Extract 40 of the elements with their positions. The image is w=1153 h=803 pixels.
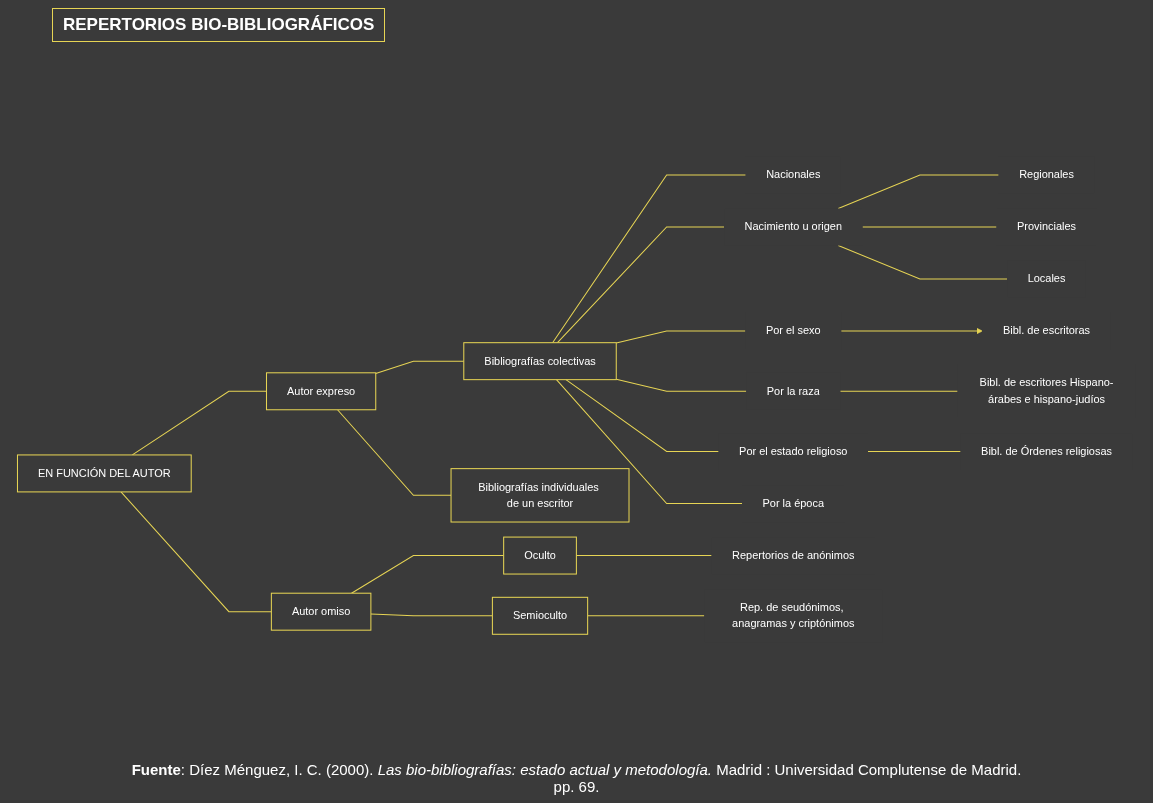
connector: [837, 174, 1000, 210]
node-box: Semioculto: [491, 596, 589, 635]
node-box: Autor omiso: [270, 592, 372, 631]
node-text: Por el estado religioso: [739, 445, 848, 457]
node-box: Bibliografías colectivas: [463, 342, 617, 381]
node-text: Bibl. de Órdenes religiosas: [981, 445, 1112, 457]
connector: [867, 451, 962, 453]
connector: [120, 491, 272, 613]
connector: [587, 615, 705, 617]
node-box: Bibliografías individuales de un escritor: [450, 468, 630, 523]
node-text: Bibl. de escritores Hispano-árabes e hispano-judíos: [979, 376, 1114, 405]
connector: [552, 174, 747, 344]
connector: [839, 390, 959, 392]
node-text: Nacionales: [766, 168, 821, 181]
node-box: Autor expreso: [266, 372, 377, 411]
node-text: Por la época: [762, 497, 825, 510]
node-text: Provinciales: [1017, 220, 1077, 233]
node-box: Oculto: [503, 536, 577, 575]
connector: [337, 409, 452, 496]
node-text: Nacimiento u origen: [744, 220, 842, 233]
node-text: Regionales: [1019, 168, 1074, 181]
node-text: Por la raza: [766, 385, 820, 397]
connector: [615, 378, 747, 392]
connector: [837, 244, 1008, 280]
node-text: Locales: [1027, 272, 1066, 285]
connector: [565, 379, 720, 453]
node-text: Por el sexo: [765, 324, 821, 337]
connector: [862, 226, 997, 228]
connector: [555, 379, 743, 505]
node-text: Rep. de seudónimos, anagramas y criptónimos: [732, 601, 855, 630]
node-text: Repertorios de anónimos: [732, 549, 855, 562]
connector: [131, 390, 267, 456]
source-caption: Fuente: Díez Ménguez, I. C. (2000). Las bio-bibliografías: estado actual y metodología. Madrid : Universidad Complutense de Madrid. pp. 69.: [130, 761, 1023, 795]
arrow: [840, 328, 983, 335]
connector: [556, 226, 725, 344]
node-text: Bibl. de escritoras: [1003, 324, 1091, 337]
node-box: EN FUNCIÓN DEL AUTOR: [16, 454, 192, 493]
title-box: REPERTORIOS BIO-BIBLIOGRÁFICOS: [52, 8, 386, 42]
connector: [615, 330, 746, 344]
connector: [370, 613, 493, 617]
